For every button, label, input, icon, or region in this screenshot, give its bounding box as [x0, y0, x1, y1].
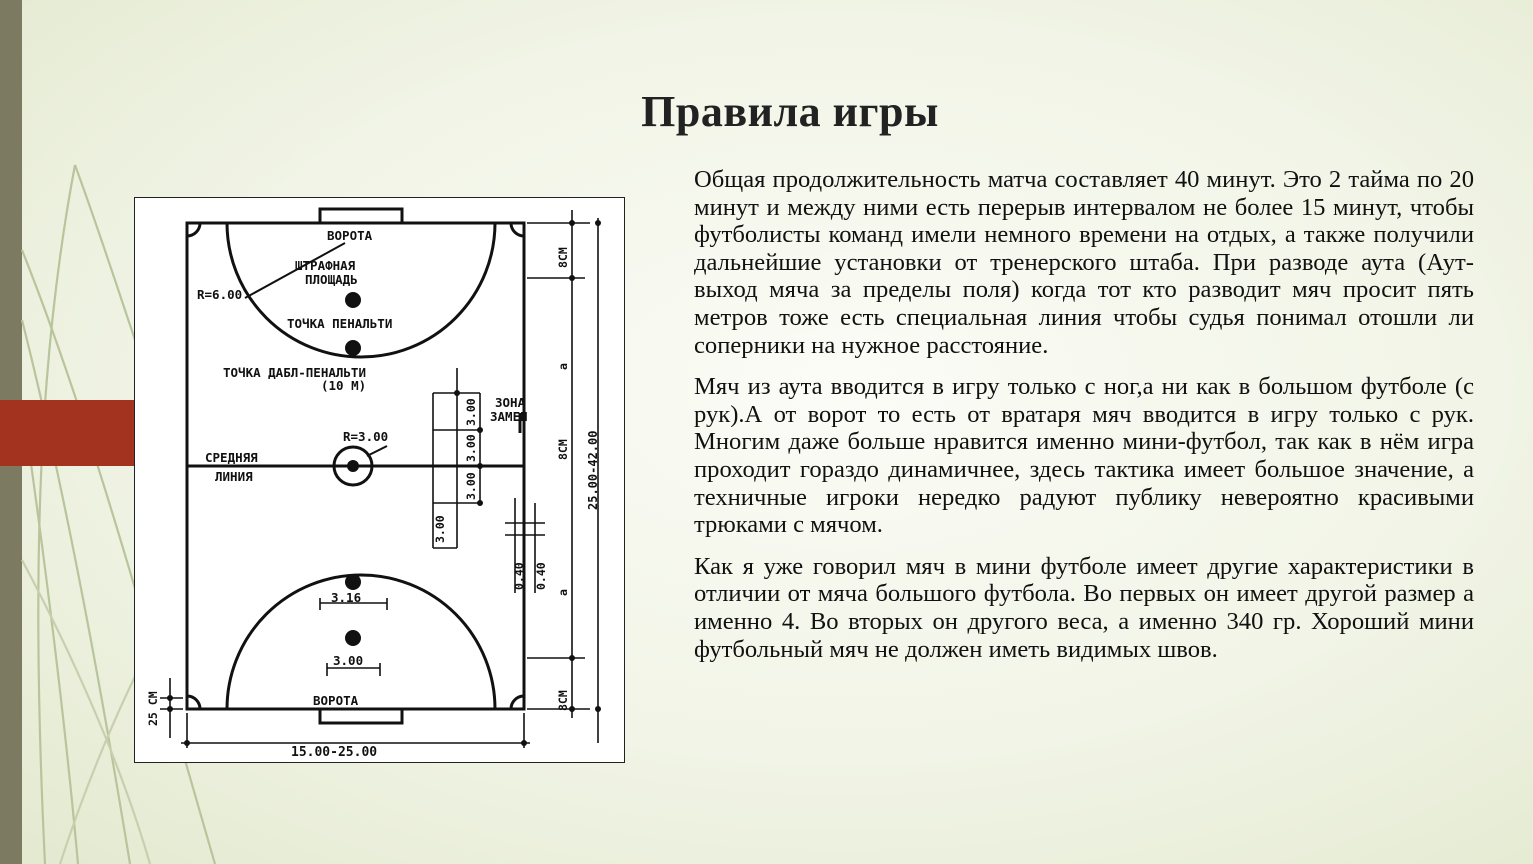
- top-goal: [318, 207, 404, 225]
- bottom-penalty-arc: [225, 573, 497, 710]
- label-dim-8cm-bot: 8СМ: [556, 690, 570, 711]
- label-dim-width: 15.00-25.00: [291, 745, 377, 760]
- label-radius-center: R=3.00: [343, 429, 388, 444]
- body-text: Общая продолжительность матча составляет…: [694, 166, 1474, 677]
- top-double-penalty-spot: [345, 340, 361, 356]
- label-goal-top: ВОРОТА: [327, 228, 373, 243]
- futsal-field-diagram: ВОРОТА ШТРАФНАЯ ПЛОЩАДЬ R=6.00 ТОЧКА ПЕН…: [134, 197, 625, 763]
- label-midline-1: СРЕДНЯЯ: [205, 450, 258, 465]
- label-penalty-area-1: ШТРАФНАЯ: [295, 258, 356, 273]
- top-penalty-arc: [225, 222, 497, 359]
- label-sub-zone-1: ЗОНА: [495, 395, 526, 410]
- label-goal-bottom: ВОРОТА: [313, 693, 359, 708]
- label-dim-300-goal: 3.00: [333, 653, 363, 668]
- label-dim-8cm-top: 8СМ: [556, 247, 570, 268]
- label-radius-area: R=6.00: [197, 287, 242, 302]
- center-circle: [332, 445, 374, 487]
- decorative-lines: [20, 164, 300, 864]
- paragraph-2: Мяч из аута вводится в игру только с ног…: [694, 373, 1474, 539]
- bottom-double-penalty-spot: [345, 574, 361, 590]
- bottom-goal: [318, 707, 404, 725]
- label-dim-8cm-mid: 8СМ: [556, 439, 570, 460]
- label-double-penalty-1: ТОЧКА ДАБЛ-ПЕНАЛЬТИ: [223, 365, 366, 380]
- paragraph-3: Как я уже говорил мяч в мини футболе име…: [694, 552, 1474, 663]
- label-dim-300-c: 3.00: [464, 472, 478, 500]
- slide-title: Правила игры: [641, 87, 939, 136]
- label-dim-300-b: 3.00: [464, 434, 478, 462]
- label-dim-316: 3.16: [331, 590, 361, 605]
- label-dim-a-2: a: [556, 589, 570, 596]
- label-dim-300-a: 3.00: [464, 398, 478, 426]
- bottom-penalty-spot: [345, 630, 361, 646]
- label-penalty-point: ТОЧКА ПЕНАЛЬТИ: [287, 316, 392, 331]
- label-penalty-area-2: ПЛОЩАДЬ: [305, 272, 358, 287]
- label-dim-length: 25.00-42.00: [586, 431, 600, 510]
- paragraph-1: Общая продолжительность матча составляет…: [694, 166, 1474, 359]
- label-dim-25cm: 25 СМ: [146, 691, 160, 726]
- label-dim-040-b: 0.40: [534, 562, 548, 590]
- label-dim-040-a: 0.40: [512, 562, 526, 590]
- label-midline-2: ЛИНИЯ: [215, 469, 253, 484]
- label-dim-300-d: 3.00: [433, 515, 447, 543]
- label-dim-a-1: a: [556, 363, 570, 370]
- top-penalty-spot: [345, 292, 361, 308]
- label-double-penalty-2: (10 М): [321, 378, 366, 393]
- label-sub-zone-2: ЗАМЕН: [490, 409, 528, 424]
